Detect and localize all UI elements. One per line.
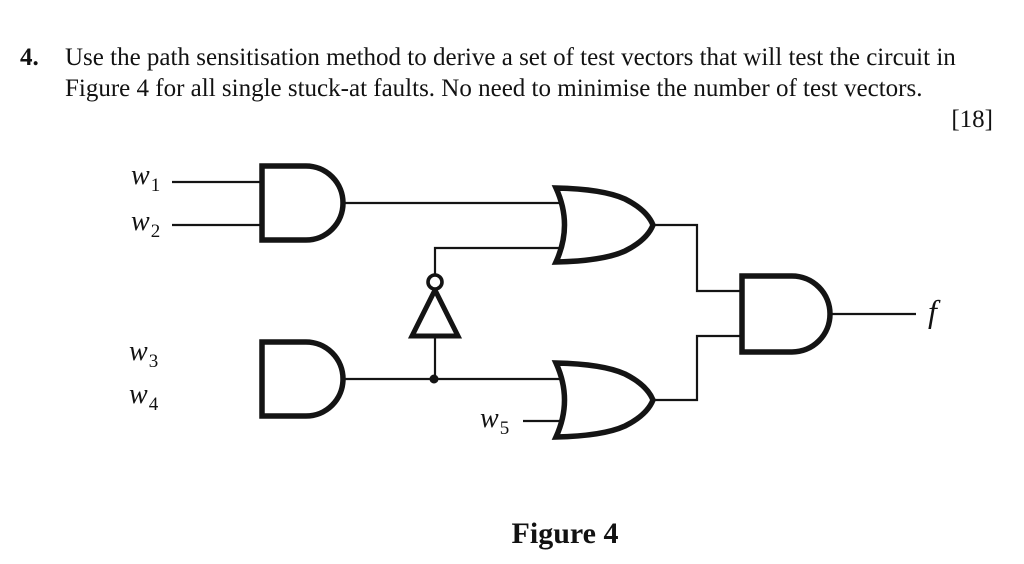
wire-or2-to-and3: [653, 334, 742, 402]
label-sub: 3: [148, 351, 159, 372]
question-text: Use the path sensitisation method to der…: [65, 42, 956, 104]
not-gate-triangle: [407, 284, 463, 339]
wire-or1-to-and3: [653, 223, 742, 293]
output-label-f: f: [928, 293, 937, 329]
label-sub: 4: [148, 394, 159, 415]
label-sub: 2: [150, 221, 161, 242]
and-gate-top: [259, 163, 346, 243]
label-base: w: [480, 403, 499, 434]
question-text-line1: Use the path sensitisation method to der…: [65, 44, 956, 71]
marks-badge: [18]: [951, 106, 993, 133]
and-gate-bottom: [259, 339, 346, 419]
question-block: 4. Use the path sensitisation method to …: [20, 42, 956, 104]
question-text-line2: Figure 4 for all single stuck-at faults.…: [65, 75, 923, 102]
input-label-w3: w3: [129, 336, 159, 373]
wire-not1-to-or1: [433, 246, 568, 276]
or-gate-top: [551, 185, 656, 265]
label-sub: 1: [150, 175, 161, 196]
input-label-w1: w1: [131, 160, 161, 197]
label-base: w: [129, 336, 148, 367]
question-number: 4.: [20, 44, 39, 71]
and-gate-output: [739, 273, 833, 355]
label-base: w: [131, 160, 150, 191]
label-base: w: [129, 379, 148, 410]
input-label-w2: w2: [131, 206, 161, 243]
junction-dot: [429, 374, 439, 384]
input-label-w5: w5: [480, 403, 510, 440]
label-base: w: [131, 206, 150, 237]
not-gate-bubble: [426, 273, 444, 291]
input-label-w4: w4: [129, 379, 159, 416]
figure-caption: Figure 4: [511, 517, 619, 550]
or-gate-bottom: [551, 360, 656, 440]
label-sub: 5: [499, 418, 510, 439]
